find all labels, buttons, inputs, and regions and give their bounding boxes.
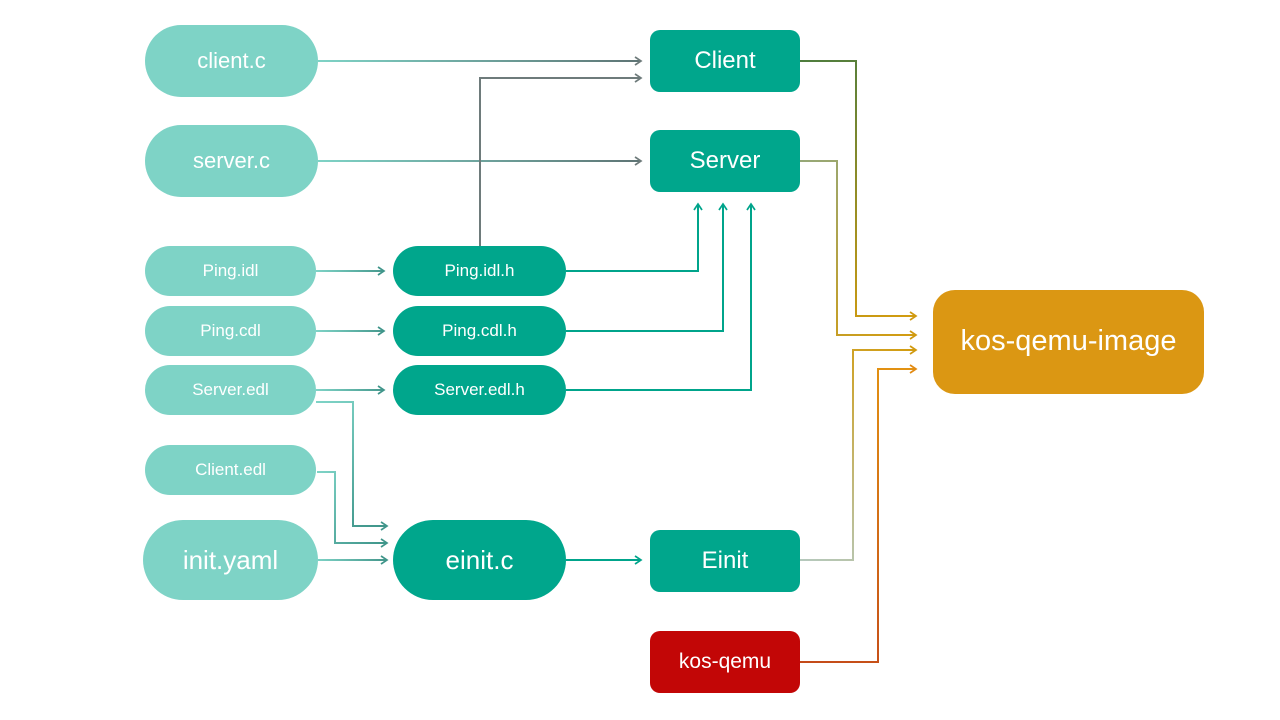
- edge-ping-idl-h-to-server: [566, 202, 703, 272]
- node-client-label: Client: [694, 46, 756, 74]
- node-einit-label: Einit: [701, 546, 749, 574]
- node-server-label: Server: [689, 146, 761, 174]
- edge-client-edl-to-einit-c: [317, 471, 389, 548]
- node-server-edl-h-label: Server.edl.h: [434, 379, 525, 399]
- node-kos-qemu-image: kos-qemu-image: [933, 290, 1204, 394]
- node-ping-idl-h-label: Ping.idl.h: [444, 260, 515, 280]
- node-ping-idl: Ping.idl: [145, 246, 316, 296]
- node-ping-cdl: Ping.cdl: [145, 306, 316, 356]
- node-kos-qemu-image-label: kos-qemu-image: [960, 325, 1177, 358]
- edge-ping-idl-h-to-client: [479, 73, 643, 247]
- node-client-edl: Client.edl: [145, 445, 316, 495]
- node-init-yaml-label: init.yaml: [182, 544, 279, 575]
- node-server-edl-h: Server.edl.h: [393, 365, 566, 415]
- node-ping-cdl-h: Ping.cdl.h: [393, 306, 566, 356]
- node-client-c: client.c: [145, 25, 318, 97]
- node-einit-c: einit.c: [393, 520, 566, 600]
- edge-ping-cdl-h-to-server: [566, 202, 728, 332]
- node-ping-idl-h: Ping.idl.h: [393, 246, 566, 296]
- edge-server-to-kos-qemu-image: [800, 160, 918, 340]
- node-client: Client: [650, 30, 800, 92]
- node-init-yaml: init.yaml: [143, 520, 318, 600]
- node-ping-cdl-h-label: Ping.cdl.h: [442, 320, 517, 340]
- edge-server-edl-h-to-server: [566, 202, 756, 391]
- node-server: Server: [650, 130, 800, 192]
- node-server-c: server.c: [145, 125, 318, 197]
- edge-server-edl-to-einit-c: [316, 401, 389, 531]
- node-server-edl: Server.edl: [145, 365, 316, 415]
- edge-client-to-kos-qemu-image: [800, 60, 918, 321]
- node-einit-c-label: einit.c: [445, 544, 514, 575]
- edge-einit-to-kos-qemu-image: [800, 345, 918, 561]
- node-server-edl-label: Server.edl: [192, 379, 269, 399]
- node-client-edl-label: Client.edl: [195, 459, 266, 479]
- node-einit: Einit: [650, 530, 800, 592]
- node-kos-qemu-label: kos-qemu: [678, 650, 772, 674]
- node-ping-idl-label: Ping.idl: [202, 260, 259, 280]
- node-kos-qemu: kos-qemu: [650, 631, 800, 693]
- edge-kos-qemu-to-kos-qemu-image: [800, 364, 918, 663]
- node-ping-cdl-label: Ping.cdl: [200, 320, 261, 340]
- node-server-c-label: server.c: [192, 147, 271, 173]
- node-client-c-label: client.c: [197, 47, 266, 73]
